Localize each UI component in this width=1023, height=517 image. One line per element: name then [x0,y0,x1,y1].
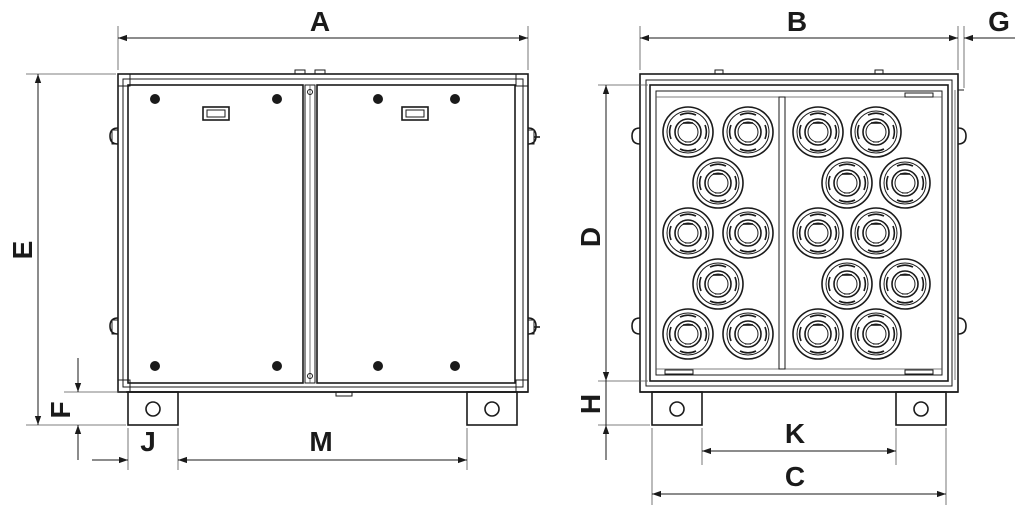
right-foot-side [895,391,947,426]
right-door-handle [401,106,429,121]
duct-outlet [792,207,844,259]
side-view [631,69,967,426]
duct-outlet [662,106,714,158]
dimension-lines [26,26,1015,505]
left-foot [127,391,179,426]
duct-outlet [792,106,844,158]
duct-outlet [850,207,902,259]
dim-label-e: E [7,241,38,260]
left-foot-side [651,391,703,426]
dim-label-d: D [575,227,606,247]
duct-outlet [792,308,844,360]
duct-outlet [850,308,902,360]
dim-label-b: B [787,6,807,37]
dim-label-j: J [140,426,156,457]
dim-label-f: F [45,401,76,418]
right-foot [466,391,518,426]
duct-outlet [850,106,902,158]
duct-outlet [722,308,774,360]
duct-outlet [821,258,873,310]
right-door-panel [316,84,516,384]
duct-outlet [722,106,774,158]
dim-label-a: A [310,6,330,37]
dimension-labels: A B G E F J M D H K C [7,6,1010,492]
duct-outlet [662,308,714,360]
left-door-handle [202,106,230,121]
left-door-panel [127,84,304,384]
duct-outlet [662,207,714,259]
duct-outlet [879,258,931,310]
duct-outlet [692,258,744,310]
dim-label-h: H [575,394,606,414]
dim-label-k: K [785,418,805,449]
dim-label-c: C [785,461,805,492]
duct-outlet [821,157,873,209]
dim-label-g: G [988,6,1010,37]
duct-outlet [879,157,931,209]
duct-outlet [692,157,744,209]
dim-label-m: M [309,426,332,457]
front-view [109,69,540,426]
duct-outlet [722,207,774,259]
